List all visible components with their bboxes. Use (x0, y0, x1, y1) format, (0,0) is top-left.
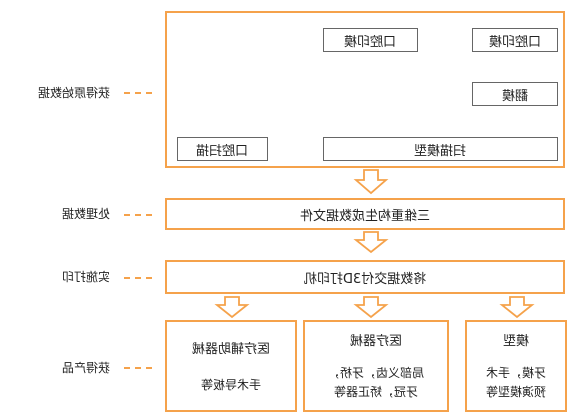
process-stage-box: 三维重构生成数据文件 (165, 198, 565, 230)
product-desc: 手术导板等 (200, 378, 261, 392)
oral-impression-box-2: 口腔印模 (472, 28, 558, 52)
arrow-print-to-device (353, 296, 389, 319)
dash-connector (124, 92, 152, 94)
dash-connector (124, 367, 152, 369)
arrow-print-to-aux (214, 296, 250, 319)
flip-mold-box: 翻模 (472, 82, 558, 106)
product-desc-line: 预演模型等 (485, 385, 546, 399)
arrow-print-to-model (499, 296, 535, 319)
product-desc-line: 局部义齿，牙桥， (327, 366, 424, 380)
stage-label-print: 实施打印 (61, 269, 110, 284)
print-stage-box: 将数据交付3D打印机 (165, 260, 565, 294)
product-desc-line: 牙冠，矫正器等 (333, 385, 418, 399)
stage-label-process: 处理数据 (61, 206, 110, 221)
product-model: 模型 牙模，手术 预演模型等 (465, 320, 567, 412)
arrow-acquire-to-process (353, 169, 389, 195)
arrow-process-to-print (353, 231, 389, 254)
product-title: 医疗辅助器械 (191, 342, 270, 357)
stage-label-product: 获得产品 (61, 360, 110, 375)
scan-model-box: 扫描模型 (323, 137, 558, 161)
product-medical-device: 医疗器械 局部义齿，牙桥， 牙冠，矫正器等 (303, 320, 449, 412)
oral-impression-box-1: 口腔印模 (323, 28, 418, 52)
product-title: 医疗器械 (349, 334, 402, 349)
stage-label-acquire: 获得原始数据 (37, 85, 110, 100)
product-medical-aux: 医疗辅助器械 手术导板等 (165, 320, 297, 412)
dash-connector (124, 277, 152, 279)
product-desc-line: 牙模，手术 (485, 366, 546, 380)
product-title: 模型 (502, 334, 529, 349)
dash-connector (124, 214, 152, 216)
intraoral-scan-box: 口腔扫描 (177, 137, 268, 161)
